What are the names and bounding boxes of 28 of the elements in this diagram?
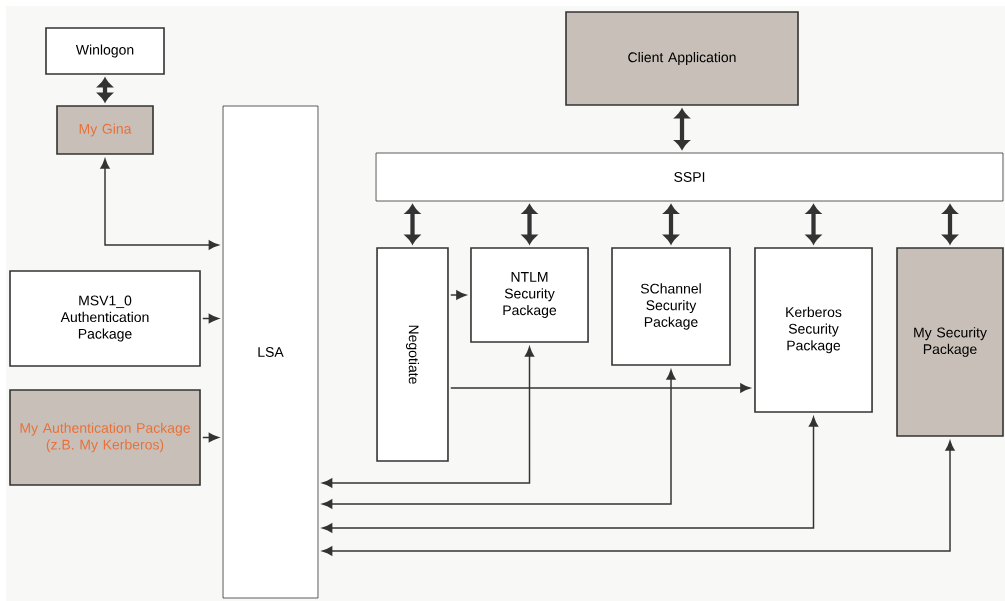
process-box: Client Application	[565, 11, 799, 106]
process-box: Negotiate	[376, 247, 449, 462]
arrow	[450, 383, 751, 393]
arrow	[806, 204, 821, 245]
arrow	[322, 369, 676, 509]
arrow	[942, 204, 958, 245]
process-box: NTLM Security Package	[470, 247, 589, 343]
interface-bar: SSPI	[375, 152, 1004, 202]
process-box: My Security Package	[896, 247, 1004, 437]
process-box: My Gina	[56, 105, 154, 155]
arrow	[97, 77, 113, 103]
process-box: MSV1_0 Authentication Package	[9, 270, 201, 367]
process-box: My Authentication Package (z.B. My Kerberos)	[9, 389, 201, 486]
lsa-column: LSA	[222, 105, 319, 599]
arrow	[663, 204, 679, 245]
arrow	[522, 204, 537, 245]
arrow	[322, 416, 819, 533]
arrow	[322, 440, 955, 556]
arrow	[202, 432, 219, 443]
arrow	[100, 158, 219, 250]
arrow	[202, 313, 219, 324]
arrow	[322, 346, 535, 488]
process-box: Winlogon	[45, 27, 165, 75]
arrow	[450, 290, 467, 300]
arrow	[674, 108, 690, 150]
process-box: Kerberos Security Package	[754, 247, 873, 413]
process-box: SChannel Security Package	[611, 247, 731, 366]
arrow	[405, 204, 420, 245]
